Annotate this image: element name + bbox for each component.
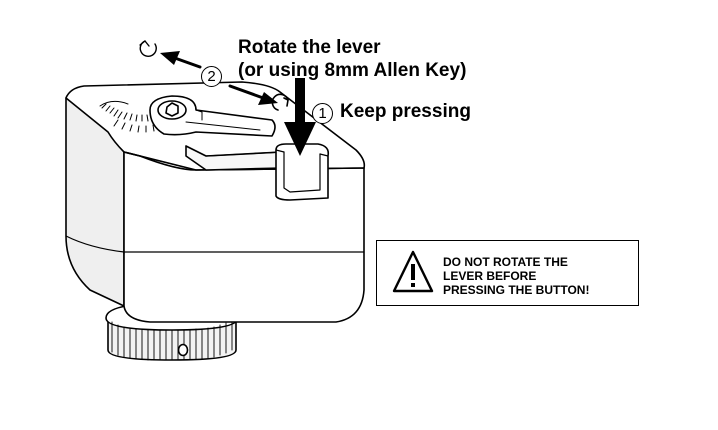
arrow-head-left-icon xyxy=(160,51,180,65)
warning-notice: DO NOT ROTATE THE LEVER BEFORE PRESSING … xyxy=(376,240,639,306)
release-button xyxy=(275,143,330,201)
rotate-lever-line-1: Rotate the lever xyxy=(238,37,381,58)
step-2-badge: 2 xyxy=(201,66,222,87)
arrow-head-right-icon xyxy=(258,92,278,105)
warning-text: DO NOT ROTATE THE LEVER BEFORE PRESSING … xyxy=(443,255,589,297)
rotate-lever-line-2: (or using 8mm Allen Key) xyxy=(238,60,467,81)
rotate-lever-instruction: Rotate the lever (or using 8mm Allen Key… xyxy=(238,36,466,82)
rotate-counterclockwise-icon xyxy=(139,40,157,57)
manual-lever xyxy=(149,95,276,137)
step-1-badge: 1 xyxy=(312,103,333,124)
warning-triangle-icon xyxy=(392,250,434,293)
rotate-clockwise-icon xyxy=(271,93,289,111)
keep-pressing-instruction: Keep pressing xyxy=(340,101,471,122)
warning-line-2: LEVER BEFORE xyxy=(443,269,537,283)
down-arrow-icon xyxy=(284,78,316,156)
warning-line-1: DO NOT ROTATE THE xyxy=(443,255,568,269)
warning-line-3: PRESSING THE BUTTON! xyxy=(443,283,590,297)
